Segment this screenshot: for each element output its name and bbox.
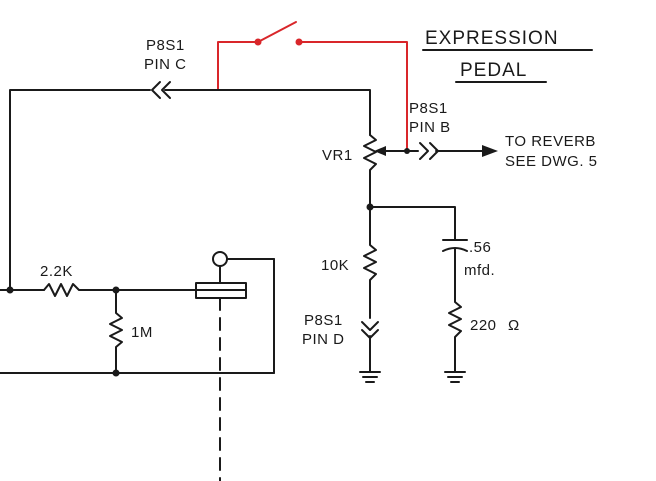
r-10k-label: 10K	[321, 257, 349, 274]
input-network: 2.2K 1M	[0, 251, 275, 481]
cap-value-label: .56	[469, 239, 491, 256]
see-dwg-label: SEE DWG. 5	[505, 153, 598, 170]
ground-icon-2	[444, 371, 466, 383]
jack-tip-circle-icon	[212, 251, 228, 267]
pin-c: P8S1 PIN C	[9, 37, 371, 291]
to-reverb-label: TO REVERB	[505, 133, 596, 150]
pin-d-label-bottom: PIN D	[302, 331, 345, 348]
pin-d-label-top: P8S1	[304, 312, 343, 329]
pin-c-label-top: P8S1	[146, 37, 185, 54]
r-220-icon	[448, 248, 462, 373]
top-wire	[164, 89, 371, 136]
pedal-switch	[217, 21, 408, 151]
vr1-label: VR1	[322, 147, 353, 164]
wiper-junction	[404, 148, 410, 154]
vr1: VR1	[322, 134, 419, 208]
r-2k2-label: 2.2K	[40, 263, 73, 280]
switch-wire-right	[298, 41, 408, 151]
left-wire	[9, 89, 151, 291]
title-line-1: EXPRESSION	[425, 28, 559, 49]
ohm-symbol: Ω	[508, 317, 520, 334]
switch-wire-left	[217, 41, 259, 91]
r-10k: 10K P8S1 PIN D	[302, 206, 381, 383]
r-220-label: 220	[470, 317, 497, 334]
reverb-arrow-icon	[482, 145, 498, 157]
cap-and-r220: .56 mfd. 220 Ω	[442, 239, 520, 383]
r-2k2-icon	[43, 283, 196, 297]
r-1m-icon	[109, 289, 123, 374]
title: EXPRESSION PEDAL	[422, 28, 593, 83]
pin-b: P8S1 PIN B TO REVERB SEE DWG. 5	[409, 100, 598, 170]
vr1-wiper-arrow-icon	[374, 146, 386, 156]
pin-b-label-bottom: PIN B	[409, 119, 451, 136]
rc-branch	[366, 203, 456, 241]
r-10k-icon	[363, 206, 377, 319]
switch-blade	[257, 21, 297, 43]
cap-wire	[369, 206, 456, 241]
pin-c-connector-icon	[151, 81, 171, 99]
pin-b-label-top: P8S1	[409, 100, 448, 117]
pin-c-label-bottom: PIN C	[144, 56, 187, 73]
cap-unit-label: mfd.	[464, 262, 495, 279]
ground-icon-1	[359, 371, 381, 383]
vr1-resistor-icon	[363, 134, 377, 208]
r-1m-label: 1M	[131, 324, 153, 341]
title-line-2: PEDAL	[460, 60, 527, 81]
